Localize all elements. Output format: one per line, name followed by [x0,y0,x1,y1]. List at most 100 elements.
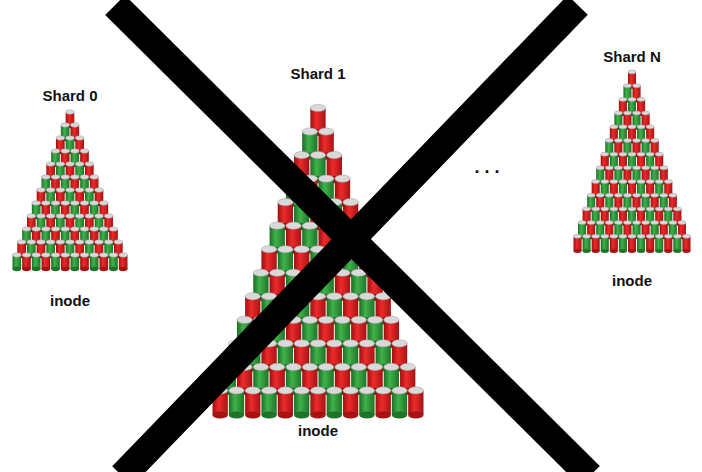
ellipsis: . . . [474,158,499,178]
cylinder-top [669,193,677,197]
cylinder-top [46,162,55,166]
cylinder-top [80,253,89,257]
cylinder-top [294,387,309,394]
cylinder [294,387,309,419]
cylinder-top [327,151,342,158]
cylinder-top [302,316,317,323]
cylinder [327,387,342,419]
cylinder-top [605,166,613,170]
cylinder-top [376,340,391,347]
cylinder-top [109,227,118,231]
cylinder-top [261,246,276,253]
cylinder-top [270,363,285,370]
cylinder-base [637,249,645,253]
cylinder-top [637,234,645,238]
cylinder-top [61,227,70,231]
shard-title: Shard N [601,48,663,65]
cylinder-top [310,340,325,347]
cylinder-base [343,411,358,418]
cylinder-base [32,267,41,271]
cylinder-base [71,267,80,271]
cylinder-top [13,253,22,257]
cylinder-top [66,240,75,244]
cylinder [343,387,358,419]
cylinder-top [343,387,358,394]
cylinder-top [42,201,51,205]
cylinder-top [27,214,36,218]
cylinder-base [119,267,128,271]
cylinder-top [628,70,636,74]
cylinder-top [253,363,268,370]
cylinder-top [32,201,41,205]
cylinder-top [392,340,407,347]
cylinder-top [71,253,80,257]
cylinder-base [310,411,325,418]
cylinder-base [664,249,672,253]
cylinder-top [51,227,60,231]
cylinder-top [335,175,350,182]
cylinder-top [637,152,645,156]
cylinder-base [646,249,654,253]
cylinder-top [651,138,659,142]
cylinder-top [51,253,60,257]
cylinder-top [392,387,407,394]
cylinder-top [71,201,80,205]
cylinder-top [75,240,84,244]
cylinder [408,387,423,419]
cylinder-base [61,267,70,271]
cylinder [655,234,663,253]
cylinder-base [22,267,31,271]
cylinder-top [376,387,391,394]
cylinder-top [302,128,317,135]
cylinder-top [628,207,636,211]
cylinder-top [619,125,627,129]
cylinder-top [85,188,94,192]
cylinder-top [610,207,618,211]
cylinder-top [335,363,350,370]
cylinder-top [278,246,293,253]
cylinder [109,253,118,271]
cylinder-top [343,199,358,206]
cylinder-base [673,249,681,253]
cylinder-base [574,249,582,253]
cylinder [376,387,391,419]
cylinder-top [51,201,60,205]
cylinder-top [270,222,285,229]
cylinder-base [229,411,244,418]
cylinder-top [327,387,342,394]
cylinder-top [343,293,358,300]
cylinder-top [17,240,26,244]
cylinder-top [655,207,663,211]
cylinder-top [408,387,423,394]
cylinder-top [61,123,70,127]
cylinder-top [637,207,645,211]
cylinder-top [310,151,325,158]
cylinder-top [80,149,89,153]
cylinder-top [109,253,118,257]
cylinder-top [623,221,631,225]
cylinder-top [46,240,55,244]
cylinder-top [655,234,663,238]
cylinder-base [51,267,60,271]
cylinder [682,234,690,253]
cylinder-top [46,214,55,218]
cylinder-top [286,363,301,370]
cylinder-top [51,175,60,179]
cylinder-top [633,166,641,170]
cylinder-top [27,240,36,244]
cylinder-base [261,411,276,418]
cylinder-top [253,269,268,276]
cylinder [278,387,293,419]
cylinder [71,253,80,271]
cylinder-top [673,207,681,211]
cylinder-top [104,214,113,218]
cylinder-base [327,411,342,418]
cylinder-top [646,234,654,238]
cylinder-base [408,411,423,418]
cylinder-top [294,246,309,253]
cylinder-top [610,152,618,156]
shard-stack: Shard 0inode [5,87,135,309]
cylinder-top [623,138,631,142]
cylinder-top [655,152,663,156]
